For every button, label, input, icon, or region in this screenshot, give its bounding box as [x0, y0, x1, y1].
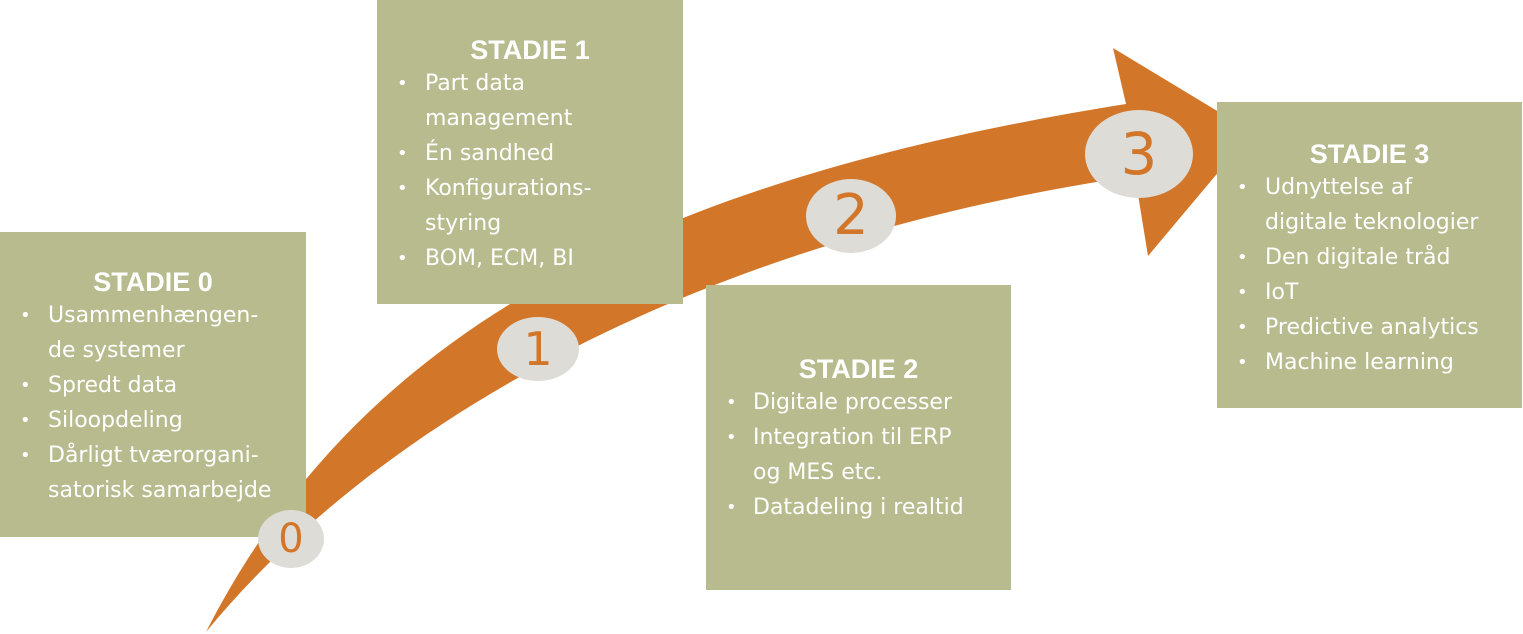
- stage-1-item: Part data management: [377, 66, 683, 136]
- stage-0-item: Siloopdeling: [0, 403, 306, 438]
- stage-3-item: IoT: [1217, 275, 1522, 310]
- stage-1-title: STADIE 1: [470, 35, 590, 65]
- stage-1-item: Konfigurations- styring: [377, 171, 683, 241]
- stage-3-list: Udnyttelse af digitale teknologier Den d…: [1217, 170, 1522, 380]
- stage-0-item: Dårligt tværorgani- satorisk samarbejde: [0, 438, 306, 508]
- stage-1-box: STADIE 1 Part data management Én sandhed…: [377, 0, 683, 304]
- stage-0-item: Spredt data: [0, 368, 306, 403]
- stage-3-title: STADIE 3: [1309, 139, 1430, 169]
- stage-3-item: Den digitale tråd: [1217, 240, 1522, 275]
- stage-3-item: Machine learning: [1217, 345, 1522, 380]
- stage-marker-2: 2: [806, 179, 896, 253]
- stage-3-item: Predictive analytics: [1217, 310, 1522, 345]
- stage-0-title: STADIE 0: [93, 267, 213, 297]
- stage-2-box: STADIE 2 Digitale processer Integration …: [706, 285, 1011, 590]
- stage-marker-1: 1: [497, 317, 579, 381]
- stage-0-list: Usammenhængen- de systemer Spredt data S…: [0, 298, 306, 508]
- stage-marker-3: 3: [1085, 110, 1193, 198]
- stage-2-title: STADIE 2: [798, 354, 919, 384]
- stage-2-item: Integration til ERP og MES etc.: [706, 420, 1011, 490]
- stage-0-box: STADIE 0 Usammenhængen- de systemer Spre…: [0, 232, 306, 537]
- stage-1-item: Én sandhed: [377, 136, 683, 171]
- stage-2-list: Digitale processer Integration til ERP o…: [706, 385, 1011, 525]
- stage-0-item: Usammenhængen- de systemer: [0, 298, 306, 368]
- stage-marker-0: 0: [258, 510, 324, 568]
- stage-2-item: Digitale processer: [706, 385, 1011, 420]
- progress-arrow-shape: [206, 48, 1252, 632]
- stage-1-item: BOM, ECM, BI: [377, 241, 683, 276]
- stage-2-item: Datadeling i realtid: [706, 490, 1011, 525]
- stage-3-item: Udnyttelse af digitale teknologier: [1217, 170, 1522, 240]
- stage-1-list: Part data management Én sandhed Konfigur…: [377, 66, 683, 276]
- stage-3-box: STADIE 3 Udnyttelse af digitale teknolog…: [1217, 102, 1522, 408]
